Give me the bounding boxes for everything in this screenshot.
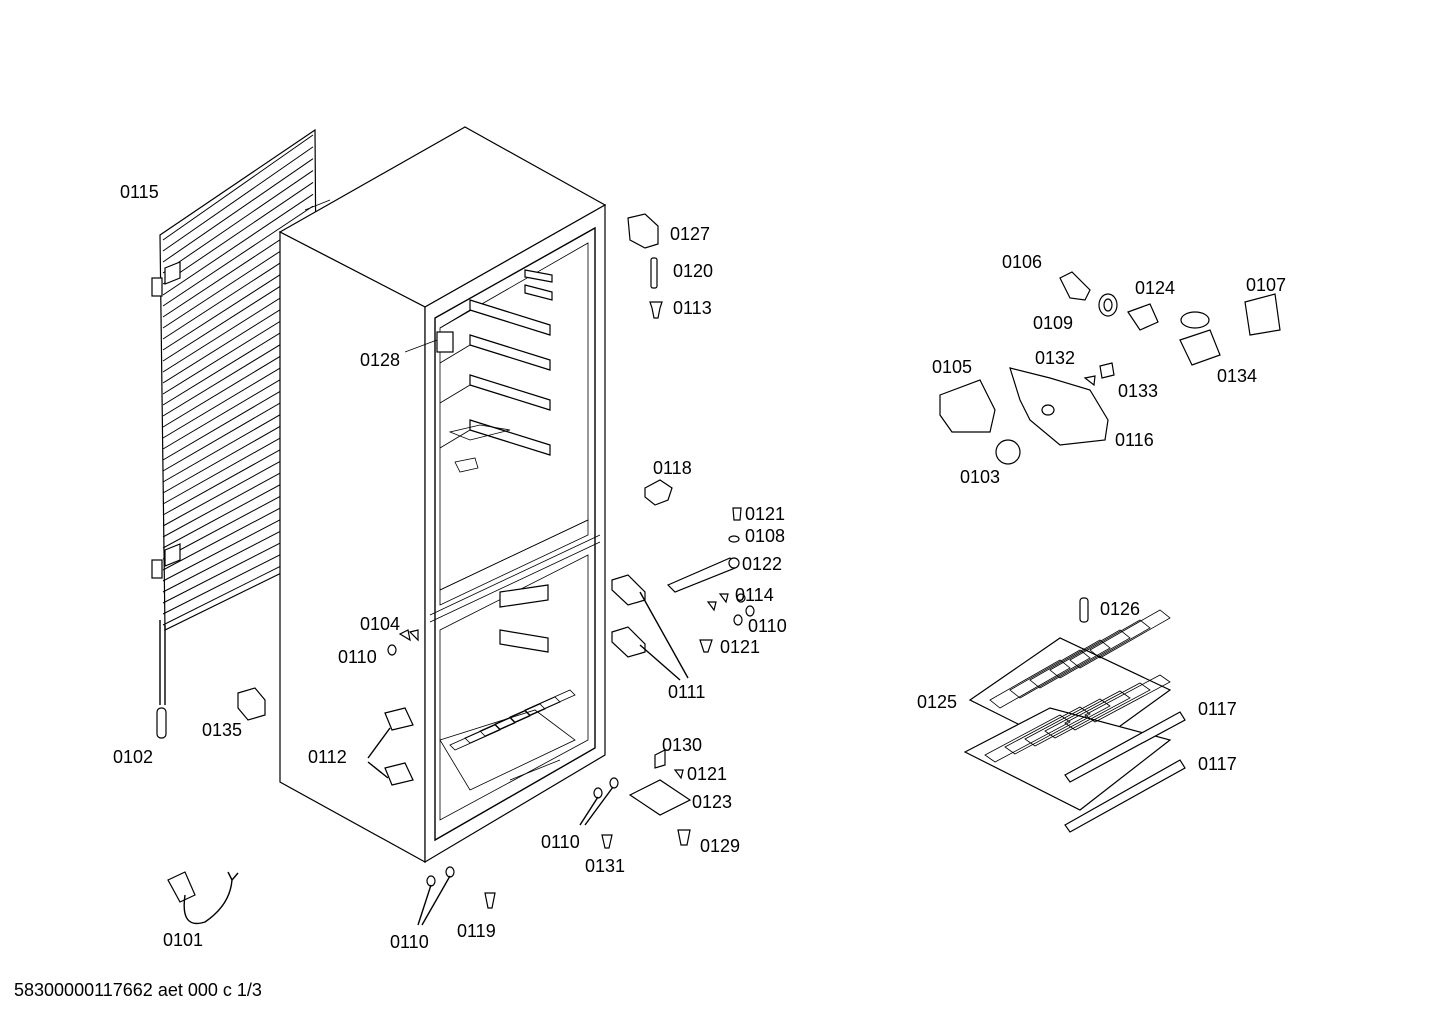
label-0103: 0103	[960, 467, 1000, 487]
label-0116: 0116	[1115, 430, 1154, 450]
label-0102: 0102	[113, 747, 153, 767]
label-0129: 0129	[700, 836, 740, 856]
label-0120: 0120	[673, 261, 713, 281]
label-0101: 0101	[163, 930, 203, 950]
label-0110: 0110	[390, 932, 429, 952]
label-0113: 0113	[673, 298, 712, 318]
label-0118: 0118	[653, 458, 692, 478]
label-0134: 0134	[1217, 366, 1257, 386]
top-hinge-parts	[627, 213, 663, 319]
label-0121: 0121	[687, 764, 727, 784]
evaporator-assembly	[963, 597, 1186, 833]
lamp-thermostat-assembly	[939, 271, 1281, 465]
label-0111: 0111	[668, 682, 705, 702]
label-0122: 0122	[742, 554, 782, 574]
label-0112: 0112	[308, 747, 347, 767]
label-0135: 0135	[202, 720, 242, 740]
label-0124: 0124	[1135, 278, 1175, 298]
label-0133: 0133	[1118, 381, 1158, 401]
label-0104: 0104	[360, 614, 400, 634]
label-0127: 0127	[670, 224, 710, 244]
label-0117: 0117	[1198, 754, 1237, 774]
part-labels: 0115 0128 0127 0120 0113 0118 0121 0108 …	[113, 182, 1286, 952]
label-0109: 0109	[1033, 313, 1073, 333]
label-0114: 0114	[735, 585, 774, 605]
misc-left-parts	[237, 629, 496, 926]
label-0110: 0110	[541, 832, 580, 852]
label-0131: 0131	[585, 856, 625, 876]
label-0130: 0130	[662, 735, 702, 755]
label-0121: 0121	[720, 637, 760, 657]
label-0128: 0128	[360, 350, 400, 370]
power-cord	[167, 871, 239, 925]
document-id: 58300000117662 aet 000 c 1/3	[14, 980, 262, 1000]
bottom-hinge-parts	[579, 749, 692, 849]
label-0105: 0105	[932, 357, 972, 377]
middle-hinge-parts	[611, 479, 755, 681]
label-0110: 0110	[748, 616, 787, 636]
label-0119: 0119	[457, 921, 496, 941]
label-0117: 0117	[1198, 699, 1237, 719]
leader-lines	[404, 339, 438, 353]
label-0132: 0132	[1035, 348, 1075, 368]
label-0125: 0125	[917, 692, 957, 712]
label-0126: 0126	[1100, 599, 1140, 619]
label-0115: 0115	[120, 182, 159, 202]
label-0107: 0107	[1246, 275, 1286, 295]
fridge-cabinet	[278, 126, 607, 864]
label-0123: 0123	[692, 792, 732, 812]
label-0108: 0108	[745, 526, 785, 546]
label-0110: 0110	[338, 647, 377, 667]
label-0106: 0106	[1002, 252, 1042, 272]
label-0121: 0121	[745, 504, 785, 524]
